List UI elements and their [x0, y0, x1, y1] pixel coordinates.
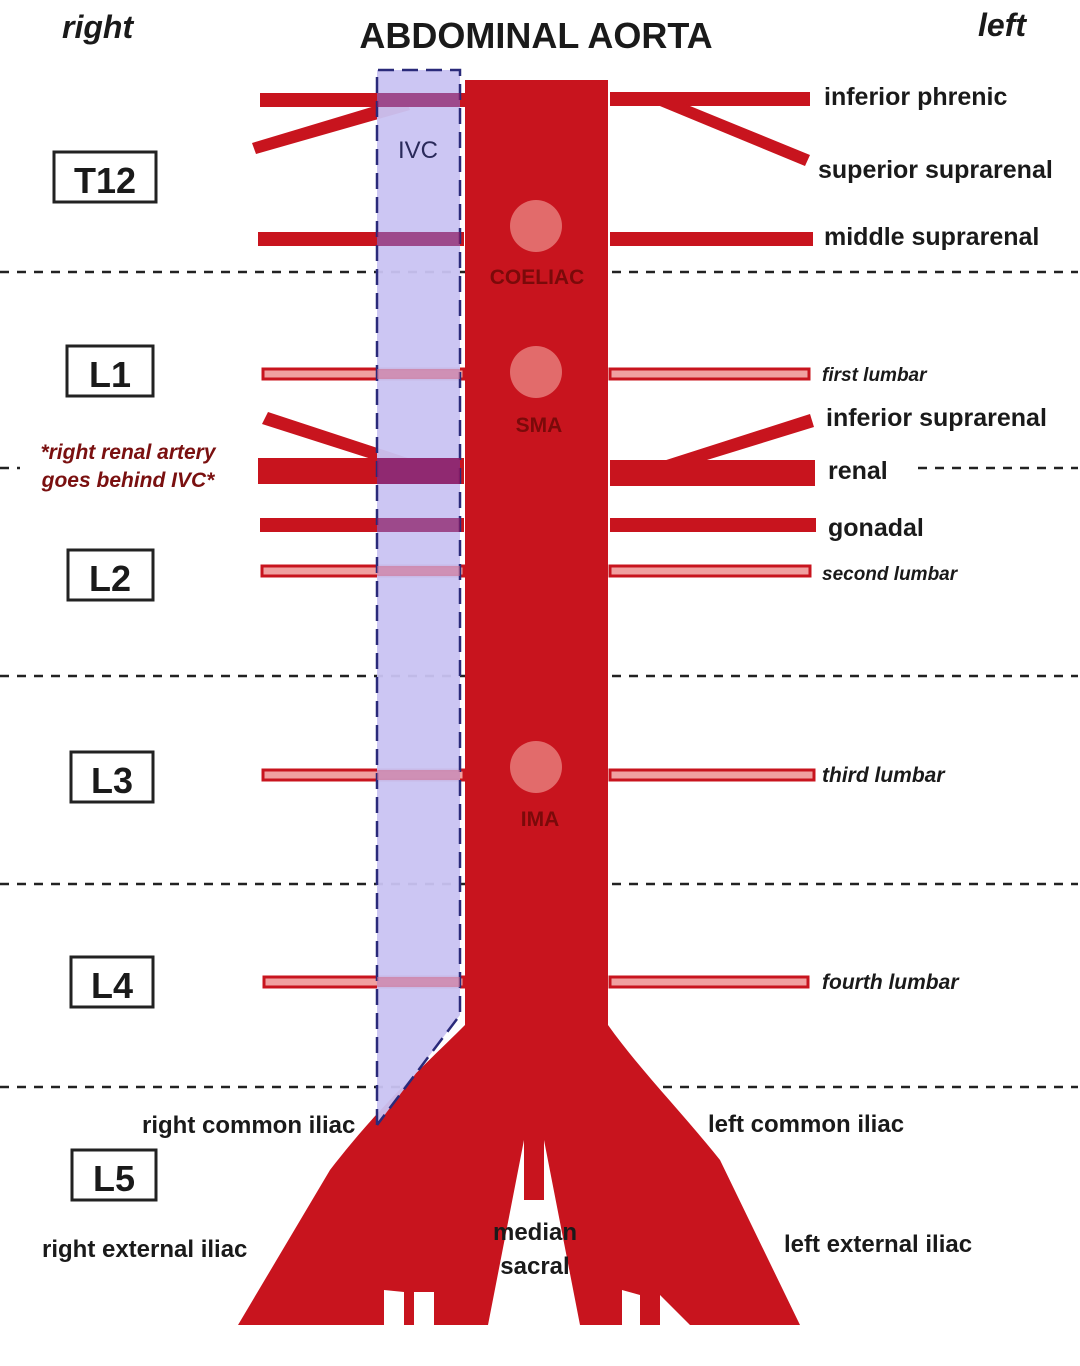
- label-median-sacral-1: median: [493, 1219, 577, 1246]
- level-l1-label: L1: [89, 354, 131, 395]
- label-superior-suprarenal: superior suprarenal: [818, 156, 1053, 184]
- third-lumbar-right: [608, 768, 816, 782]
- level-l3: L3: [69, 750, 155, 804]
- side-label-right: right: [62, 9, 134, 45]
- label-inferior-suprarenal: inferior suprarenal: [826, 404, 1047, 432]
- label-fourth-lumbar: fourth lumbar: [822, 971, 960, 994]
- label-inferior-phrenic: inferior phrenic: [824, 83, 1007, 111]
- fourth-lumbar-left: [262, 975, 466, 989]
- coeliac-node: [510, 200, 562, 252]
- level-l5-label: L5: [93, 1158, 135, 1199]
- second-lumbar-left: [260, 564, 466, 578]
- inferior-suprarenal-right: [660, 414, 814, 472]
- level-l2-label: L2: [89, 558, 131, 599]
- label-left-external-iliac: left external iliac: [784, 1231, 972, 1258]
- ima-node: [510, 741, 562, 793]
- middle-suprarenal-right: [610, 232, 813, 246]
- label-left-common-iliac: left common iliac: [708, 1111, 904, 1138]
- page-title: ABDOMINAL AORTA: [359, 15, 712, 56]
- level-l4: L4: [69, 955, 155, 1009]
- label-second-lumbar: second lumbar: [822, 564, 959, 585]
- renal-behind-ivc: [377, 458, 460, 484]
- superior-suprarenal-right: [655, 97, 810, 166]
- label-middle-suprarenal: middle suprarenal: [824, 223, 1039, 251]
- ivc: IVC: [375, 68, 462, 1126]
- first-lumbar-right: [608, 367, 811, 381]
- label-median-sacral-2: sacral: [500, 1253, 569, 1280]
- ivc-border: [375, 68, 462, 1126]
- note-line2: goes behind IVC*: [41, 469, 216, 492]
- side-label-left: left: [978, 7, 1027, 43]
- header: right ABDOMINAL AORTA left: [62, 7, 1027, 56]
- renal-note: *right renal artery goes behind IVC*: [40, 441, 216, 492]
- gonadal-right: [610, 518, 816, 532]
- lumbar2-through-ivc: [377, 566, 460, 576]
- label-right-external-iliac: right external iliac: [42, 1236, 247, 1263]
- renal-right: [610, 460, 815, 486]
- lumbar-branches-left-side: [608, 367, 816, 989]
- first-lumbar-left: [261, 367, 466, 381]
- level-l3-label: L3: [91, 760, 133, 801]
- lumbar1-through-ivc: [377, 369, 460, 379]
- phrenic-through-ivc: [377, 93, 460, 107]
- third-lumbar-left: [261, 768, 466, 782]
- lumbar-branches-right-side: [260, 367, 466, 989]
- label-renal: renal: [828, 457, 888, 485]
- level-l4-label: L4: [91, 965, 133, 1006]
- fourth-lumbar-right: [608, 975, 810, 989]
- ivc-label: IVC: [398, 137, 438, 164]
- ima-label: IMA: [521, 808, 560, 831]
- level-l2: L2: [66, 548, 155, 602]
- terminal-labels: right common iliac left common iliac med…: [42, 1111, 972, 1280]
- superior-suprarenal-left: [252, 97, 410, 154]
- gonadal-through-ivc: [377, 518, 460, 532]
- level-t12: T12: [52, 150, 158, 204]
- branches-left-side: [610, 92, 816, 532]
- label-third-lumbar: third lumbar: [822, 764, 946, 787]
- second-lumbar-right: [608, 564, 812, 578]
- lumbar4-through-ivc: [377, 977, 460, 987]
- coeliac-label: COELIAC: [490, 266, 585, 289]
- sma-label: SMA: [516, 414, 563, 437]
- lumbar3-through-ivc: [377, 770, 460, 780]
- sma-node: [510, 346, 562, 398]
- level-l5: L5: [70, 1148, 158, 1202]
- level-l1: L1: [65, 344, 155, 398]
- note-line1: *right renal artery: [40, 441, 216, 464]
- trunk-nodes: COELIAC SMA IMA: [490, 200, 585, 831]
- level-dividers: [0, 270, 1078, 1089]
- label-gonadal: gonadal: [828, 514, 924, 542]
- inferior-phrenic-right: [610, 92, 810, 106]
- label-right-common-iliac: right common iliac: [142, 1112, 355, 1139]
- ivc-body: [377, 70, 460, 1125]
- vertebral-levels: T12 L1 L2 L3 L4 L5: [52, 150, 158, 1202]
- label-first-lumbar: first lumbar: [822, 365, 928, 386]
- branch-labels: inferior phrenic superior suprarenal mid…: [818, 83, 1053, 994]
- suprarenal-through-ivc: [377, 232, 460, 246]
- level-t12-label: T12: [74, 160, 136, 201]
- aorta-trunk: [238, 80, 800, 1325]
